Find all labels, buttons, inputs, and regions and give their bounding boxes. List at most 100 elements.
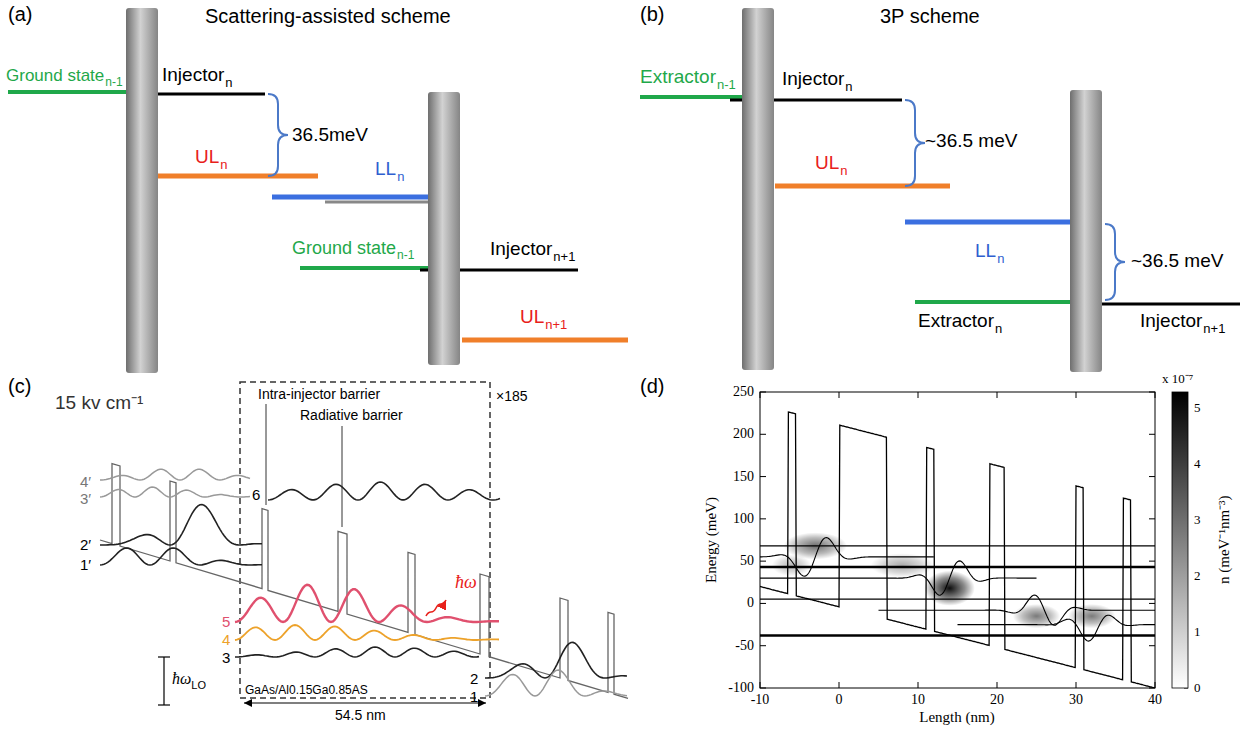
axis-tick xyxy=(760,561,766,562)
level-label: Injector xyxy=(1140,310,1202,332)
energy-label: ~36.5 meV xyxy=(1131,250,1223,272)
panel-letter: (d) xyxy=(640,375,664,398)
phonon-label: ħω xyxy=(172,670,191,688)
potential-profile xyxy=(760,412,1155,688)
axis-tick xyxy=(760,682,761,688)
axis-title: Energy (meV) xyxy=(703,497,720,583)
wavefunction xyxy=(485,670,627,696)
axis-tick xyxy=(1155,392,1156,398)
level-label: LL xyxy=(375,158,396,180)
subscript: n+1 xyxy=(1203,322,1225,337)
tick-label: 3 xyxy=(1194,513,1201,528)
subscript: n xyxy=(995,322,1002,337)
panel-title: 3P scheme xyxy=(880,5,980,28)
axis-title: n (meV⁻¹nm⁻³) xyxy=(1216,496,1233,585)
axis-tick xyxy=(760,645,766,646)
tick-label: 5 xyxy=(1194,401,1201,416)
barrier-label: Radiative barrier xyxy=(300,407,403,423)
energy-label: ~36.5 meV xyxy=(925,130,1017,152)
density-blob xyxy=(772,555,812,577)
state-number: 3′ xyxy=(80,490,91,507)
level-label: Extractor xyxy=(918,310,994,332)
level-label: Ground state xyxy=(292,238,396,259)
subscript: n xyxy=(845,80,852,95)
axis-tick xyxy=(997,682,998,688)
axis-tick xyxy=(1149,561,1155,562)
scale-label: x 10⁻⁷ xyxy=(1162,372,1193,387)
axis-tick xyxy=(1149,645,1155,646)
density-blob xyxy=(924,571,975,606)
tick-label: 30 xyxy=(1069,692,1083,708)
wavefunction xyxy=(235,647,479,657)
state-number: 1 xyxy=(470,688,478,705)
subscript: LO xyxy=(191,679,206,692)
tick-label: 200 xyxy=(733,426,754,442)
wavefunction xyxy=(100,548,262,565)
energy-level xyxy=(760,634,1155,637)
tick-label: 50 xyxy=(740,553,754,569)
level-label: UL xyxy=(815,152,839,174)
axis-tick xyxy=(918,682,919,688)
wavefunction xyxy=(100,487,250,497)
band-edge xyxy=(100,464,628,699)
subscript: n xyxy=(220,158,227,173)
panel-letter: (a) xyxy=(8,3,32,26)
wavefunction xyxy=(100,505,262,545)
axis-tick xyxy=(918,392,919,398)
axis-tick xyxy=(760,518,766,519)
tick-label: 150 xyxy=(733,469,754,485)
axis-title: Length (nm) xyxy=(919,709,994,726)
axis-tick xyxy=(760,603,766,604)
wavefunction xyxy=(958,615,1156,641)
axis-tick xyxy=(760,392,761,398)
level-label: Injector xyxy=(162,64,224,86)
energy-level xyxy=(760,566,1155,569)
field-label: 15 kv cm⁻¹ xyxy=(55,392,143,414)
panel-letter: (b) xyxy=(640,3,664,26)
subscript: n xyxy=(225,76,232,91)
density-plot-d xyxy=(760,392,1188,688)
panel-letter: (c) xyxy=(8,375,31,398)
axis-tick xyxy=(1149,392,1155,393)
tick-label: 1 xyxy=(1194,625,1201,640)
material-label: GaAs/Al0.15Ga0.85AS xyxy=(245,684,368,698)
tick-label: 20 xyxy=(990,692,1004,708)
barrier-label: Intra-injector barrier xyxy=(258,386,380,402)
tick-label: 100 xyxy=(733,511,754,527)
subscript: n+1 xyxy=(553,250,575,265)
panel-title: Scattering-assisted scheme xyxy=(205,5,451,28)
level-label: Ground state xyxy=(6,66,104,86)
scheme-a xyxy=(8,8,628,373)
tick-label: -100 xyxy=(728,680,754,696)
axis-tick xyxy=(760,687,766,688)
subscript: n xyxy=(397,170,404,185)
state-number: 4 xyxy=(222,631,230,648)
subscript: n xyxy=(997,252,1004,267)
level-label: UL xyxy=(195,146,219,168)
state-number: 5 xyxy=(222,613,230,630)
axis-tick xyxy=(1149,476,1155,477)
level-label: Extractor xyxy=(640,66,716,88)
axis-tick xyxy=(1076,392,1077,398)
state-number: 1′ xyxy=(80,556,91,573)
state-number: 2′ xyxy=(80,536,91,553)
state-number: 3 xyxy=(222,649,230,666)
wavefunction xyxy=(760,561,1037,595)
scale-label: ×185 xyxy=(496,388,528,404)
axis-tick xyxy=(1076,682,1077,688)
state-number: 2 xyxy=(470,670,478,687)
subscript: n-1 xyxy=(397,249,414,263)
axis-tick xyxy=(760,476,766,477)
axis-tick xyxy=(839,682,840,688)
axis-tick xyxy=(839,392,840,398)
wavefunction xyxy=(879,595,1156,625)
wavefunction xyxy=(268,482,500,500)
tick-label: 0 xyxy=(1194,681,1201,696)
tick-label: 250 xyxy=(733,384,754,400)
tick-label: 4 xyxy=(1194,457,1201,472)
axis-tick xyxy=(1149,603,1155,604)
state-number: 4′ xyxy=(80,473,91,490)
level-label: Injector xyxy=(782,68,844,90)
level-label: LL xyxy=(975,240,996,262)
